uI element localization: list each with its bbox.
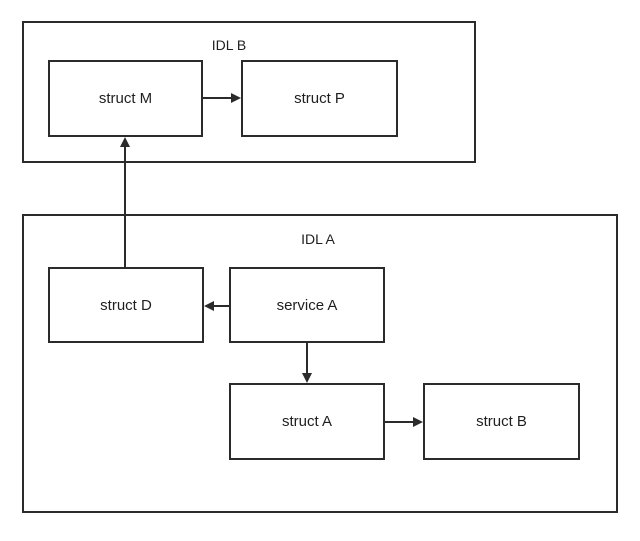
arrow-line-struct-m-to-struct-p xyxy=(203,97,233,99)
arrow-line-struct-a-to-struct-b xyxy=(385,421,415,423)
arrow-line-service-a-to-struct-d xyxy=(212,305,229,307)
node-struct-m: struct M xyxy=(48,60,203,137)
arrowhead-right-icon xyxy=(413,417,423,427)
node-service-a: service A xyxy=(229,267,385,343)
node-struct-p-label: struct P xyxy=(294,90,345,107)
node-struct-d-label: struct D xyxy=(100,296,152,314)
node-struct-b: struct B xyxy=(423,383,580,460)
arrowhead-left-icon xyxy=(204,301,214,311)
node-service-a-label: service A xyxy=(276,296,338,314)
group-box-idl-a xyxy=(22,214,618,513)
arrowhead-down-icon xyxy=(302,373,312,383)
arrowhead-right-icon xyxy=(231,93,241,103)
arrow-line-service-a-to-struct-a xyxy=(306,343,308,374)
node-struct-p: struct P xyxy=(241,60,398,137)
group-label-idl-b: IDL B xyxy=(211,37,247,53)
node-struct-a-label: struct A xyxy=(281,413,333,430)
arrowhead-up-icon xyxy=(120,137,130,147)
group-label-idl-a: IDL A xyxy=(301,231,335,247)
node-struct-a: struct A xyxy=(229,383,385,460)
arrow-line-struct-d-to-struct-m xyxy=(124,146,126,267)
node-struct-b-label: struct B xyxy=(476,413,527,430)
node-struct-m-label: struct M xyxy=(98,90,153,107)
node-struct-d: struct D xyxy=(48,267,204,343)
